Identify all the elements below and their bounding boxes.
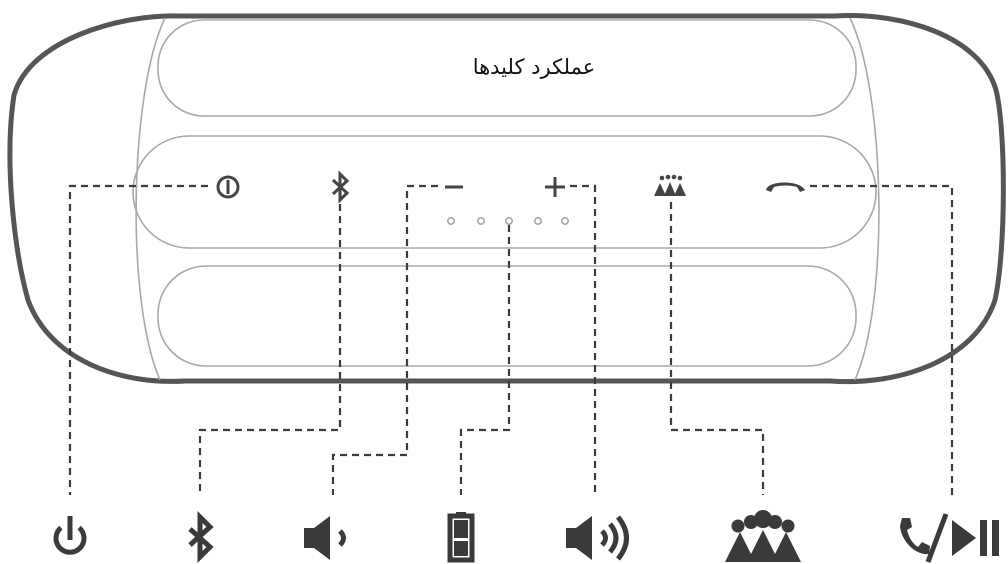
speaker-buttons bbox=[216, 170, 805, 226]
bottom-panel bbox=[157, 265, 857, 367]
phone-button-icon bbox=[766, 182, 805, 192]
leader-power bbox=[68, 184, 208, 495]
power-icon bbox=[53, 516, 87, 555]
leader-volume-down bbox=[331, 184, 438, 495]
speaker-high-icon bbox=[566, 515, 629, 561]
top-panel bbox=[157, 19, 857, 117]
right-end-cap-line bbox=[849, 17, 880, 381]
group-icon bbox=[725, 510, 801, 562]
leader-battery bbox=[459, 225, 511, 495]
bluetooth-button-icon bbox=[331, 170, 350, 204]
speaker-low-icon bbox=[304, 516, 346, 560]
power-button-ring bbox=[216, 175, 240, 199]
leader-lines bbox=[68, 184, 954, 495]
bluetooth-icon bbox=[188, 510, 214, 564]
volume-up-button-icon bbox=[545, 177, 565, 197]
power-button bbox=[216, 175, 240, 199]
leader-call-play bbox=[810, 184, 954, 495]
leader-bluetooth bbox=[198, 204, 342, 495]
leader-volume-up bbox=[570, 184, 597, 495]
diagram-title: عملکرد کلیدها bbox=[473, 55, 596, 79]
left-end-cap-line bbox=[135, 17, 166, 381]
battery-leds bbox=[446, 217, 569, 226]
leader-connect bbox=[669, 202, 765, 495]
speaker-body: عملکرد کلیدها bbox=[7, 13, 1006, 385]
connect-button-icon bbox=[654, 174, 686, 196]
battery-icon bbox=[447, 512, 475, 563]
button-panel bbox=[132, 135, 877, 249]
speaker-outline bbox=[7, 13, 1006, 385]
phone-play-pause-icon bbox=[900, 513, 999, 563]
function-icons bbox=[53, 510, 999, 564]
